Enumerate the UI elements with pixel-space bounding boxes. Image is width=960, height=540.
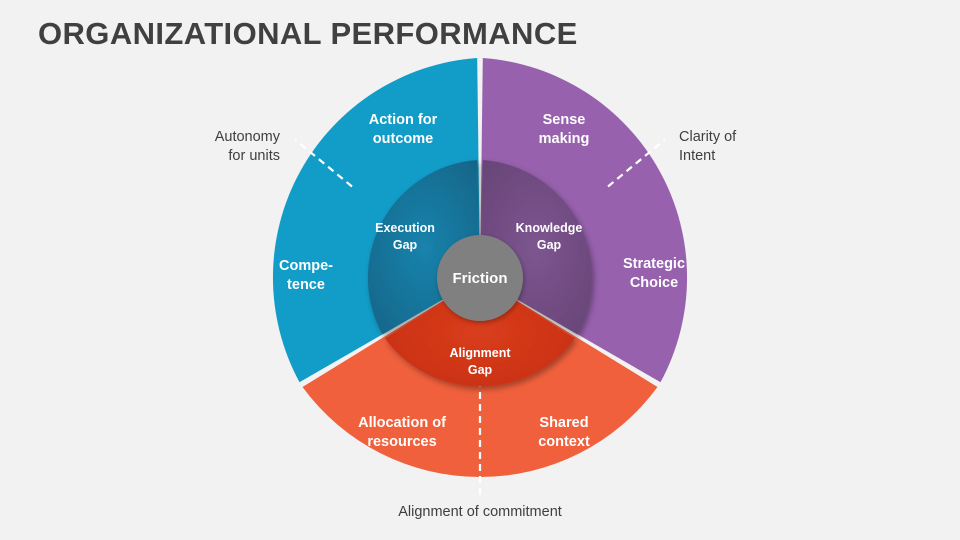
page-title: ORGANIZATIONAL PERFORMANCE xyxy=(38,16,578,51)
label-allocation-line2: resources xyxy=(367,434,436,450)
label-shared-context-line1: Shared xyxy=(539,415,588,431)
label-knowledge-gap-line1: Knowledge xyxy=(516,221,583,235)
callout-autonomy-for-units: Autonomy for units xyxy=(120,128,280,167)
label-knowledge-gap-line2: Gap xyxy=(537,238,562,252)
callout-autonomy-line1: Autonomy xyxy=(214,129,280,145)
hub-circle-friction[interactable] xyxy=(437,235,523,321)
callout-alignment-of-commitment: Alignment of commitment xyxy=(380,503,580,522)
label-friction: Friction xyxy=(453,270,508,287)
label-competence-line2: tence xyxy=(287,277,325,293)
callout-clarity-line1: Clarity of xyxy=(679,129,737,145)
label-execution-gap-line1: Execution xyxy=(375,221,435,235)
callout-clarity-of-intent: Clarity of Intent xyxy=(679,128,849,167)
label-sense-making-line1: Sense xyxy=(543,112,586,128)
callout-autonomy-line2: for units xyxy=(228,148,280,165)
label-action-for-outcome-line1: Action for xyxy=(369,112,438,128)
label-action-for-outcome-line2: outcome xyxy=(373,131,433,147)
label-strategic-choice-line2: Choice xyxy=(630,275,678,291)
divider-clarity-dashed xyxy=(607,138,666,188)
label-competence-line1: Compe- xyxy=(279,258,333,274)
label-alignment-gap-line1: Alignment xyxy=(449,346,511,360)
label-allocation-line1: Allocation of xyxy=(358,415,446,431)
label-execution-gap-line2: Gap xyxy=(393,238,418,252)
divider-autonomy-dashed xyxy=(294,138,353,188)
callout-clarity-line2: Intent xyxy=(679,148,716,165)
label-strategic-choice-line1: Strategic xyxy=(623,256,685,272)
label-alignment-gap-line2: Gap xyxy=(468,363,493,377)
label-sense-making-line2: making xyxy=(539,131,590,147)
inner-sector-alignment-gap[interactable] xyxy=(385,278,575,387)
label-shared-context-line2: context xyxy=(538,434,590,450)
callout-alignment-line1: Alignment of commitment xyxy=(398,504,562,520)
